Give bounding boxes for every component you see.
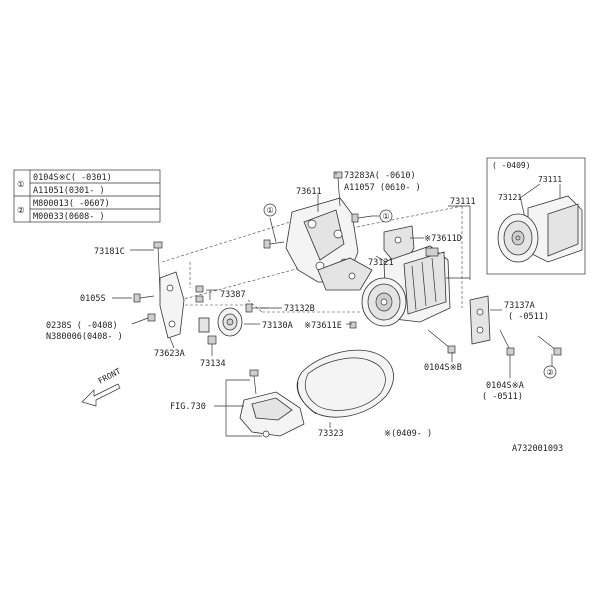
label-73121: 73121 (368, 258, 394, 268)
drive-belt-73323 (296, 349, 394, 418)
label-73283A: 73283A( -0610) (344, 171, 416, 181)
label-73387: 73387 (220, 290, 246, 300)
idler-bracket-73623A (159, 271, 185, 339)
label-73181C: 73181C (94, 247, 125, 257)
inset-box: ( -0409) 73111 73121 (486, 157, 586, 275)
label-0104S-B: 0104S※B (424, 363, 462, 373)
legend-row2-line2: M00033(0608- ) (33, 212, 105, 222)
idler-pulley-73130A (198, 307, 243, 337)
leader-lines (112, 172, 553, 437)
front-arrow: FRONT (81, 366, 123, 407)
label-73323: 73323 (318, 429, 344, 439)
assembly-dashed-outline (161, 205, 463, 313)
label-0238S: 0238S ( -0408) (46, 321, 118, 331)
inset-compressor (497, 195, 583, 263)
label-73611: 73611 (296, 187, 322, 197)
label-73134: 73134 (200, 359, 226, 369)
label-73611E: ※73611E (304, 321, 342, 331)
circle-1-right: ① (383, 212, 390, 221)
label-N380006: N380006(0408- ) (46, 332, 123, 342)
legend-mark-1: ① (17, 180, 25, 190)
label-73137A: 73137A (504, 301, 535, 311)
callout-circles: ① ① ② (263, 203, 557, 379)
label-0105S: 0105S (80, 294, 106, 304)
legend-row1-line2: A11051(0301- ) (33, 186, 105, 196)
inset-note: ( -0409) (492, 161, 531, 170)
compressor-73111 (361, 245, 451, 327)
inset-label-73121: 73121 (498, 193, 522, 202)
label-73611D: ※73611D (424, 234, 462, 244)
legend-mark-2: ② (17, 206, 25, 216)
legend-row1-line1: 0104S※C( -0301) (33, 173, 112, 183)
callout-labels: 73283A( -0610) A11057 (0610- ) 73611 731… (46, 171, 563, 454)
belt-cover-fig730 (239, 391, 305, 438)
label-0409-note: ※(0409- ) (384, 429, 432, 439)
bracket-73611 (285, 197, 373, 291)
label-73111: 73111 (450, 197, 476, 207)
legend-row2-line1: M800013( -0607) (33, 199, 110, 209)
label-fig730: FIG.730 (170, 402, 206, 412)
label-0104S-A: 0104S※A (486, 381, 524, 391)
circle-1-left: ① (267, 206, 274, 215)
label-A11057: A11057 (0610- ) (344, 183, 421, 193)
diagram-id: A732001093 (512, 444, 563, 454)
circle-2: ② (547, 368, 554, 377)
legend-table: ① 0104S※C( -0301) A11051(0301- ) ② M8000… (13, 169, 161, 223)
bolts (133, 171, 562, 395)
front-label: FRONT (97, 366, 123, 385)
inset-label-73111: 73111 (538, 175, 562, 184)
bracket-73137A (469, 295, 491, 345)
label-73137A-range: ( -0511) (508, 312, 549, 322)
label-0104S-A-range: ( -0511) (482, 392, 523, 402)
label-73623A: 73623A (154, 349, 185, 359)
label-73130A: 73130A (262, 321, 293, 331)
label-73132B: 73132B (284, 304, 315, 314)
